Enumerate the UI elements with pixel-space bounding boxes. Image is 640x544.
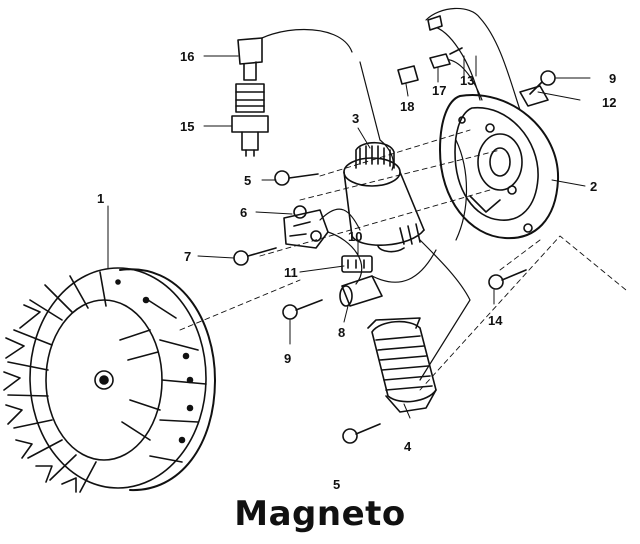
alignment-lines [179,129,627,391]
callout-4: 4 [404,439,412,454]
diagram-title: Magneto [234,494,406,534]
callout-3: 3 [352,111,360,126]
callout-5-lower: 5 [333,477,341,492]
terminal-block-part [341,255,373,273]
leader-lines [107,55,591,419]
callout-16: 16 [180,49,195,64]
spark-plug-part [231,37,269,157]
ignition-coil-part [343,141,425,253]
lighting-coil-part [367,317,437,413]
screws [233,70,556,444]
callout-9-upper: 9 [609,71,617,86]
callout-13: 13 [460,73,475,88]
breaker-points-part [283,205,329,249]
callout-9-lower: 9 [284,351,292,366]
callout-2: 2 [590,179,598,194]
callout-5-upper: 5 [244,173,252,188]
callout-1: 1 [97,191,105,206]
callout-6: 6 [240,205,248,220]
callout-14: 14 [488,313,503,328]
callout-11: 11 [284,265,298,280]
callout-15: 15 [180,119,195,134]
callout-7: 7 [184,249,192,264]
callout-8: 8 [338,325,346,340]
flywheel-part [3,267,216,493]
stator-plate-part [439,85,560,240]
callout-18: 18 [400,99,415,114]
condenser-part [339,275,383,307]
wire-connectors [397,15,463,85]
callout-17: 17 [432,83,447,98]
callout-12: 12 [602,95,617,110]
callout-10: 10 [348,229,363,244]
